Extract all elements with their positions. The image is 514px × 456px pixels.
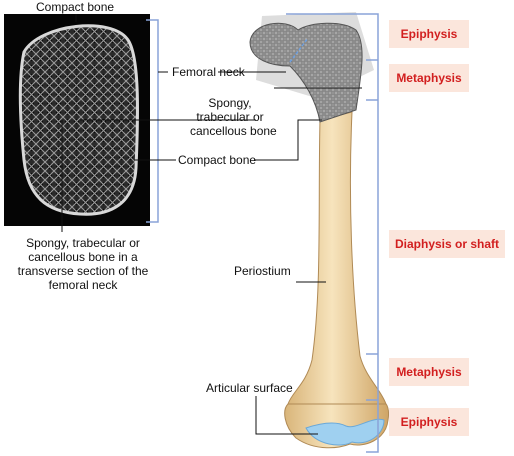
leader-lines: [61, 14, 362, 435]
femoral-head-section: [249, 22, 363, 123]
region-metaphysis-top: Metaphysis: [389, 64, 469, 92]
label-section-line2: cancellous bone in a: [28, 250, 138, 264]
articular-cartilage: [305, 418, 385, 446]
label-femoral-neck: Femoral neck: [172, 65, 245, 79]
label-spongy-line2: trabecular or: [196, 110, 264, 124]
femur-shaft: [287, 111, 387, 405]
label-compact-bone-mid: Compact bone: [178, 153, 257, 167]
region-epiphysis-top: Epiphysis: [389, 20, 469, 48]
label-spongy-line1: Spongy,: [208, 96, 252, 110]
label-periostium: Periostium: [234, 264, 291, 278]
cross-section-bone: [18, 24, 139, 216]
region-diaphysis: Diaphysis or shaft: [389, 230, 505, 258]
label-spongy-bone: Spongy, trabecular or cancellous bone: [190, 96, 277, 138]
region-epiphysis-bottom: Epiphysis: [389, 408, 469, 436]
right-bracket: [286, 13, 379, 453]
label-transverse-section: Spongy, trabecular or cancellous bone in…: [8, 236, 158, 292]
label-articular-surface: Articular surface: [206, 381, 293, 395]
label-compact-bone-top: Compact bone: [36, 0, 115, 14]
label-spongy-line3: cancellous bone: [190, 124, 277, 138]
region-metaphysis-bottom: Metaphysis: [389, 358, 469, 386]
label-section-line1: Spongy, trabecular or: [26, 236, 140, 250]
femoral-neck-marker: [289, 37, 309, 63]
left-bracket: [146, 19, 159, 223]
label-section-line3: transverse section of the: [17, 264, 149, 278]
label-section-line4: femoral neck: [48, 278, 118, 292]
